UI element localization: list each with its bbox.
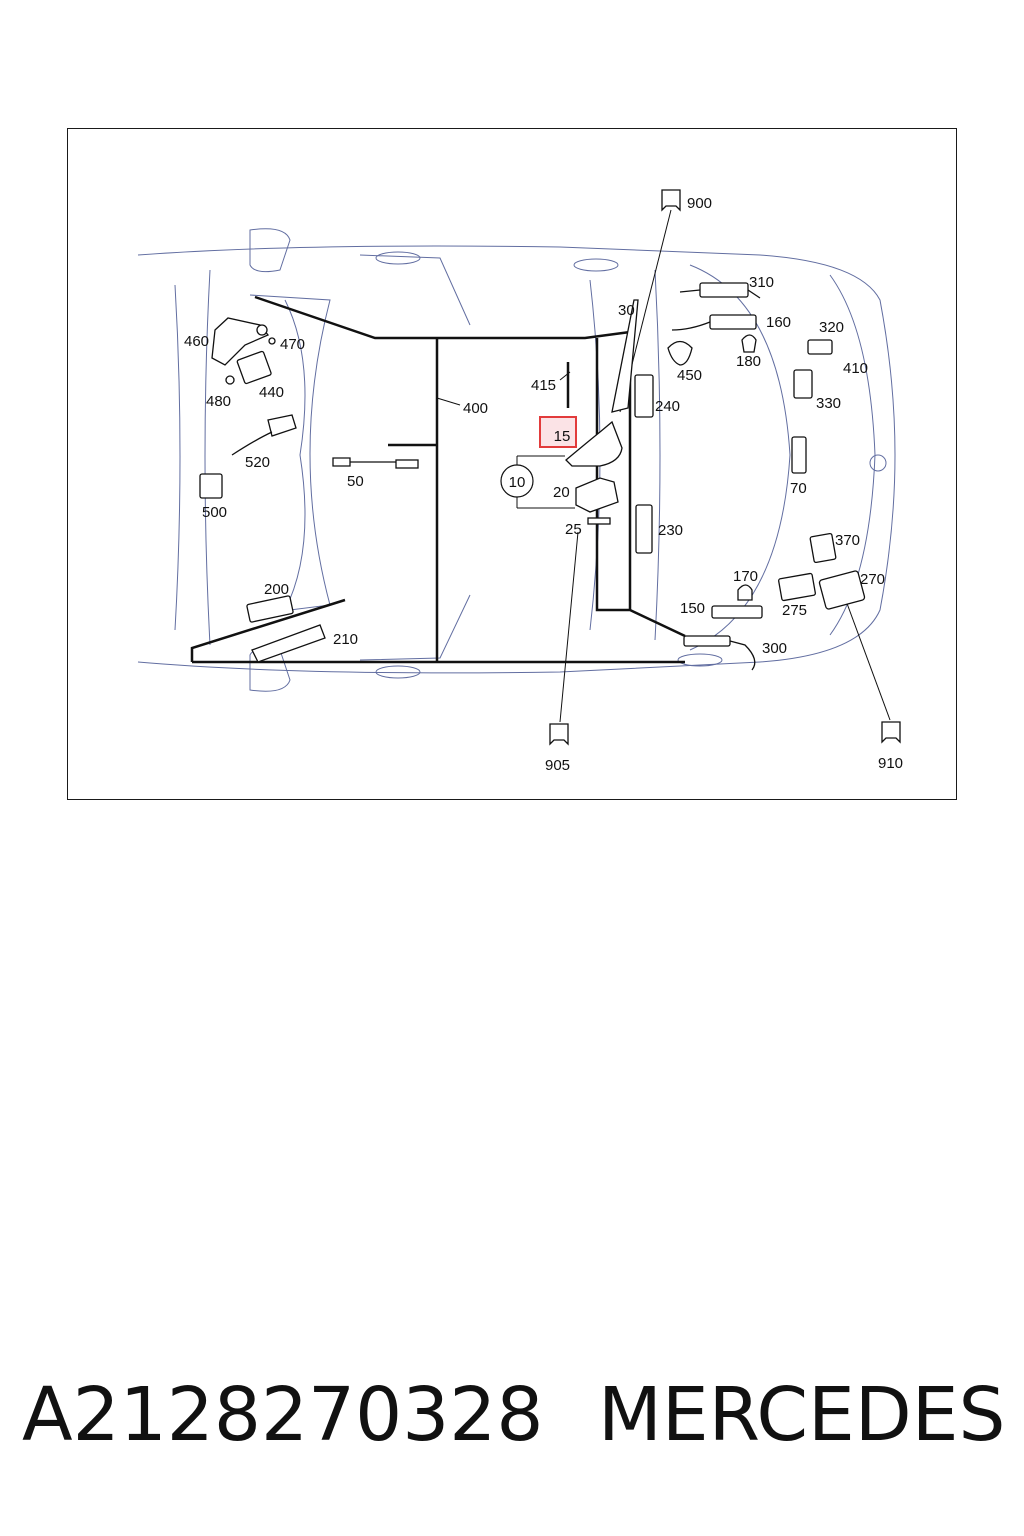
highlight-box-15	[539, 416, 577, 448]
callout-labels: 10 15 20 25 30 50 70 150 160 170 180 200…	[184, 195, 903, 774]
callout-450: 450	[677, 367, 702, 384]
callout-310: 310	[749, 274, 774, 291]
callout-70: 70	[790, 480, 807, 497]
callout-240: 240	[655, 398, 680, 415]
callout-480: 480	[206, 393, 231, 410]
components	[199, 189, 901, 746]
component-70	[791, 436, 807, 474]
callout-15: 15	[554, 428, 571, 445]
callout-400: 400	[463, 400, 488, 417]
module-275	[778, 572, 816, 602]
harness-lines	[190, 295, 686, 664]
cable-300	[683, 635, 731, 647]
callout-900: 900	[687, 195, 712, 212]
component-50	[332, 457, 351, 467]
component-450	[667, 340, 693, 366]
module-310	[699, 282, 749, 298]
component-240	[634, 374, 654, 418]
part-number-caption: A2128270328	[22, 1372, 544, 1458]
callout-25: 25	[565, 521, 582, 538]
brand-caption: MERCEDES	[598, 1372, 1006, 1458]
callout-150: 150	[680, 600, 705, 617]
callout-470: 470	[280, 336, 305, 353]
callout-910: 910	[878, 755, 903, 772]
component-170	[737, 584, 753, 601]
callout-50: 50	[347, 473, 364, 490]
callout-230: 230	[658, 522, 683, 539]
antenna-module-20	[575, 477, 619, 513]
sensor-520	[267, 414, 297, 437]
callout-170: 170	[733, 568, 758, 585]
callout-500: 500	[202, 504, 227, 521]
callout-270: 270	[860, 571, 885, 588]
callout-300: 300	[762, 640, 787, 657]
callout-415: 415	[531, 377, 556, 394]
shark-fin-antenna-15	[565, 420, 623, 467]
callout-10: 10	[509, 474, 526, 491]
connector-900-icon	[661, 189, 681, 212]
callout-330: 330	[816, 395, 841, 412]
module-160	[709, 314, 757, 330]
component-150	[711, 605, 763, 619]
bracket-210	[251, 624, 326, 663]
callout-440: 440	[259, 384, 284, 401]
component-330	[793, 369, 813, 399]
bracket-460	[211, 317, 270, 366]
component-500	[199, 473, 223, 499]
callout-180: 180	[736, 353, 761, 370]
component-230	[635, 504, 653, 554]
connector-910-icon	[881, 721, 901, 744]
callout-320: 320	[819, 319, 844, 336]
callout-520: 520	[245, 454, 270, 471]
callout-275: 275	[782, 602, 807, 619]
callout-30: 30	[618, 302, 635, 319]
connector-905-icon	[549, 723, 569, 746]
connector-25	[587, 517, 611, 525]
diagram-frame	[67, 128, 957, 800]
leader-lines	[436, 209, 891, 723]
callout-370: 370	[835, 532, 860, 549]
antenna-30	[611, 299, 639, 413]
component-180	[741, 334, 757, 353]
component-370	[809, 532, 837, 564]
callout-210: 210	[333, 631, 358, 648]
module-270	[818, 570, 866, 610]
component-320	[807, 339, 833, 355]
callout-10-circle	[500, 464, 534, 498]
module-440	[236, 350, 272, 385]
callout-410: 410	[843, 360, 868, 377]
module-200	[246, 595, 294, 623]
callout-460: 460	[184, 333, 209, 350]
callout-200: 200	[264, 581, 289, 598]
callout-905: 905	[545, 757, 570, 774]
callout-160: 160	[766, 314, 791, 331]
callout-20: 20	[553, 484, 570, 501]
